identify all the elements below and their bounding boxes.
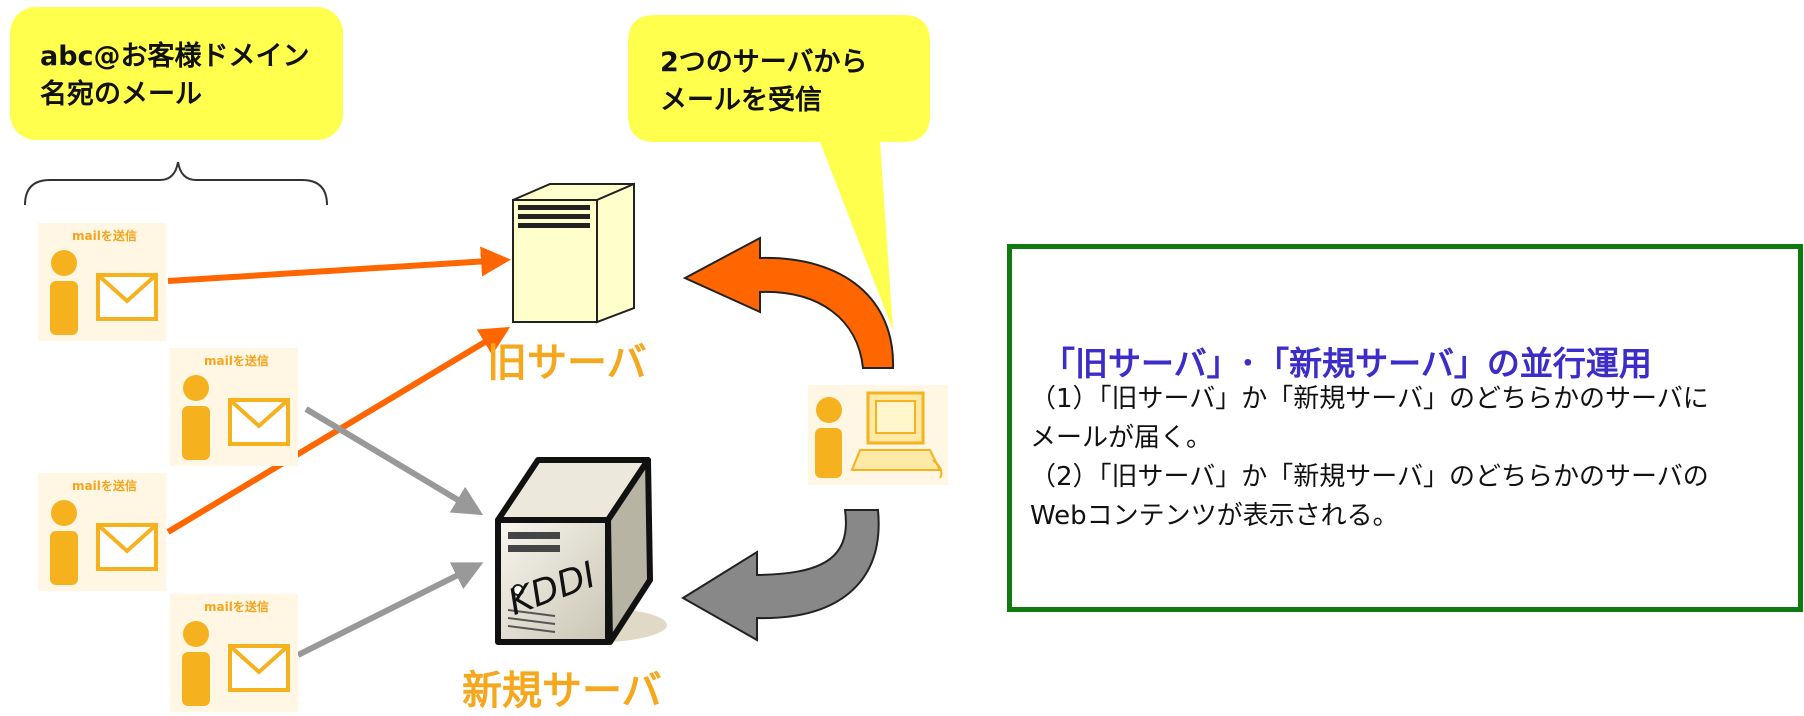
sender-2-tag: mailを送信 <box>204 354 269 368</box>
callout-left-text: abc@お客様ドメイン 名宛のメール <box>40 38 310 114</box>
sender-4: mailを送信 <box>170 594 298 712</box>
mail-arrow-1 <box>167 246 511 284</box>
sender-1: mailを送信 <box>38 223 166 341</box>
mail-arrow-2 <box>304 406 484 516</box>
sender-3-tag: mailを送信 <box>72 479 137 493</box>
info-line: （1）「旧サーバ」か「新規サーバ」のどちらかのサーバに <box>1030 384 1709 414</box>
old-server-icon <box>512 182 635 324</box>
info-box-body: （1）「旧サーバ」か「新規サーバ」のどちらかのサーバに メールが届く。 （2）「… <box>1030 380 1790 536</box>
callout-right-line1: 2つのサーバから <box>660 47 868 78</box>
user-mail-icon <box>50 500 158 585</box>
kddi-server-icon: KDDI <box>495 457 667 645</box>
callout-left-line2: 名宛のメール <box>40 79 202 110</box>
old-server-label: 旧サーバ <box>487 340 647 386</box>
curved-arrow-orange <box>682 236 895 369</box>
client-pc-icon <box>808 385 948 485</box>
sender-2: mailを送信 <box>170 348 298 466</box>
callout-right-bubble <box>628 15 930 330</box>
callout-left-bubble <box>10 7 343 140</box>
user-mail-icon <box>182 621 290 706</box>
curved-arrow-gray <box>681 509 880 642</box>
user-mail-icon <box>182 375 290 460</box>
info-line: （2）「旧サーバ」か「新規サーバ」のどちらかのサーバの <box>1030 462 1709 492</box>
info-line: メールが届く。 <box>1030 423 1213 453</box>
info-box-title: 「旧サーバ」･「新規サーバ」の並行運用 <box>1042 344 1652 383</box>
sender-1-tag: mailを送信 <box>72 229 137 243</box>
user-mail-icon <box>50 250 158 335</box>
mail-arrow-3 <box>166 326 511 535</box>
info-line: Webコンテンツが表示される。 <box>1030 501 1399 531</box>
new-server-label: 新規サーバ <box>462 668 662 714</box>
mail-arrow-4 <box>296 562 484 658</box>
sender-4-tag: mailを送信 <box>204 600 269 614</box>
info-box: 「旧サーバ」･「新規サーバ」の並行運用 （1）「旧サーバ」か「新規サーバ」のどち… <box>1007 244 1803 612</box>
callout-right-text: 2つのサーバから メールを受信 <box>660 44 868 120</box>
brace <box>24 161 328 206</box>
callout-left-line1: abc@お客様ドメイン <box>40 41 310 72</box>
sender-3: mailを送信 <box>38 473 166 591</box>
callout-right-line2: メールを受信 <box>660 85 822 116</box>
